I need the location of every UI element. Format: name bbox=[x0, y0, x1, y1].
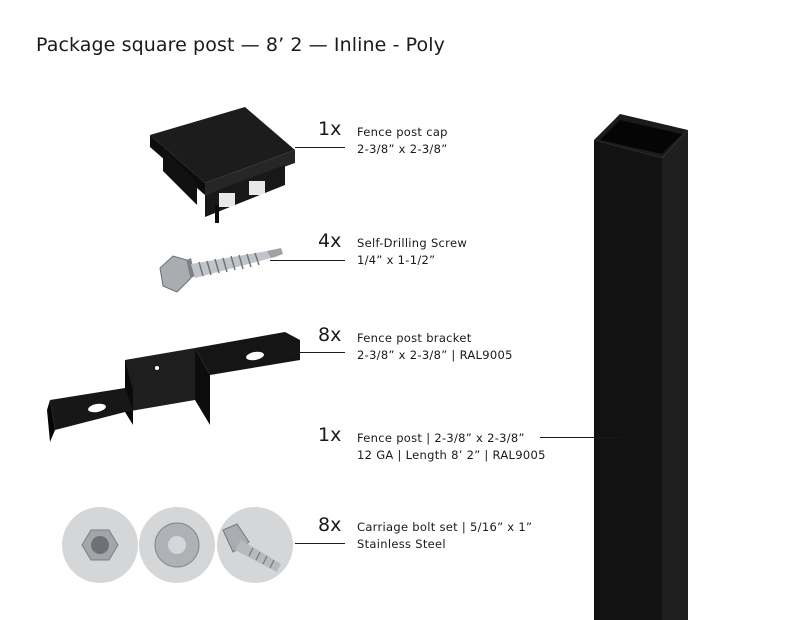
post-leader bbox=[540, 437, 620, 438]
bracket-icon bbox=[47, 332, 300, 442]
bolt-set-detail: Stainless Steel bbox=[357, 537, 446, 551]
bracket-qty: 8x bbox=[318, 324, 342, 346]
bolt-set-icon bbox=[62, 507, 293, 583]
cap-detail: 2-3/8” x 2-3/8” bbox=[357, 142, 448, 156]
post-name: Fence post | 2-3/8” x 2-3/8” bbox=[357, 431, 525, 445]
post-cap-icon bbox=[150, 107, 295, 223]
screw-qty: 4x bbox=[318, 230, 342, 252]
screw-detail: 1/4” x 1-1/2” bbox=[357, 253, 436, 267]
post-icon bbox=[594, 114, 688, 620]
screw-name: Self-Drilling Screw bbox=[357, 236, 468, 250]
screw-icon bbox=[159, 248, 283, 293]
cap-name: Fence post cap bbox=[357, 125, 448, 139]
screw-desc: Self-Drilling Screw 1/4” x 1-1/2” bbox=[357, 235, 467, 269]
page-title: Package square post — 8’ 2 — Inline - Po… bbox=[36, 34, 446, 56]
cap-desc: Fence post cap 2-3/8” x 2-3/8” bbox=[357, 124, 448, 158]
bracket-leader bbox=[290, 352, 345, 353]
bracket-desc: Fence post bracket 2-3/8” x 2-3/8” | RAL… bbox=[357, 330, 513, 364]
cap-leader bbox=[295, 147, 345, 148]
bracket-detail: 2-3/8” x 2-3/8” | RAL9005 bbox=[357, 348, 513, 362]
cap-qty: 1x bbox=[318, 118, 342, 140]
bolt-set-desc: Carriage bolt set | 5/16” x 1” Stainless… bbox=[357, 519, 532, 553]
screw-leader bbox=[270, 260, 345, 261]
post-qty: 1x bbox=[318, 424, 342, 446]
post-detail: 12 GA | Length 8’ 2” | RAL9005 bbox=[357, 448, 546, 462]
post-desc: Fence post | 2-3/8” x 2-3/8” 12 GA | Len… bbox=[357, 430, 546, 464]
bolt-set-leader bbox=[295, 543, 345, 544]
bolt-set-name: Carriage bolt set | 5/16” x 1” bbox=[357, 520, 533, 534]
bracket-name: Fence post bracket bbox=[357, 331, 472, 345]
bolt-set-qty: 8x bbox=[318, 514, 342, 536]
